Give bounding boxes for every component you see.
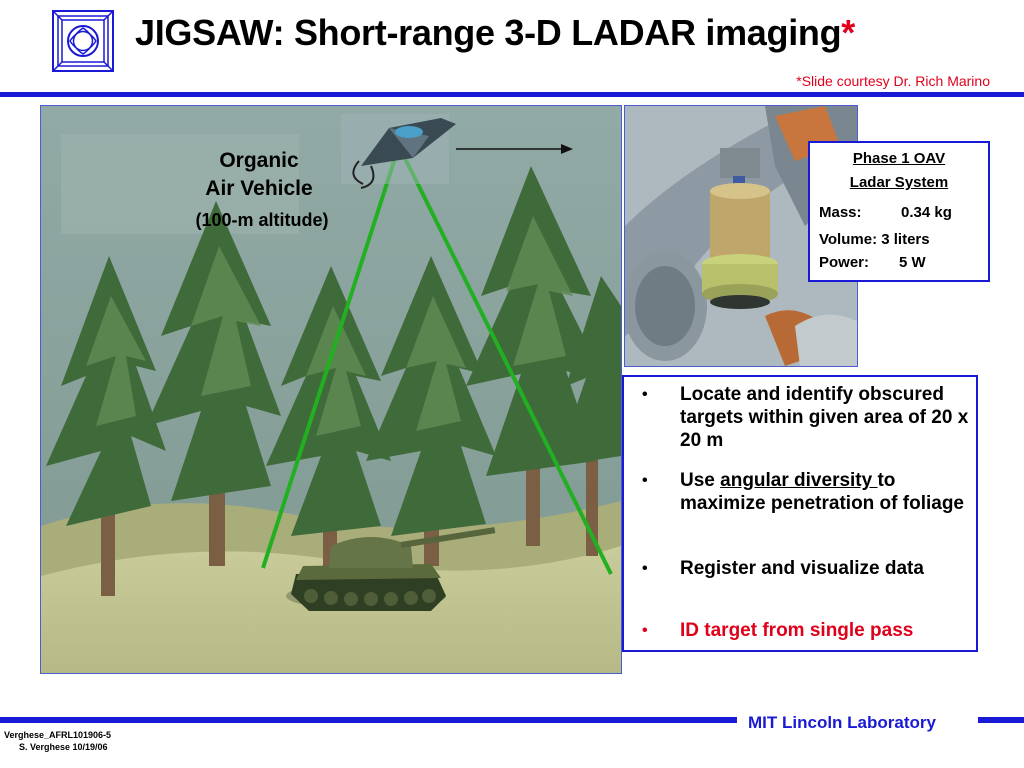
footer-divider-left [0, 717, 737, 723]
footer-author-date: S. Verghese 10/19/06 [19, 742, 108, 752]
bullet-text: Locate and identify obscured targets wit… [680, 384, 969, 451]
bullet-text: ID target from single pass [680, 620, 914, 641]
spec-row-power: Power: 5 W [819, 254, 926, 271]
organic-air-vehicle-icon [341, 114, 456, 189]
header-divider [0, 92, 1024, 97]
slide-courtesy-note: *Slide courtesy Dr. Rich Marino [796, 73, 990, 89]
aircraft-label-line2: Air Vehicle [205, 177, 313, 200]
spec-box-title-line2: Ladar System [849, 174, 949, 191]
spec-value: 0.34 kg [901, 204, 952, 221]
spec-row-mass: Mass: 0.34 kg [819, 204, 952, 221]
slide-title: JIGSAW: Short-range 3-D LADAR imaging* [135, 12, 855, 54]
bullet-dot-icon: • [642, 622, 648, 639]
bullet-text-pre: Use [680, 470, 721, 491]
forest-scene-graphic [41, 106, 621, 673]
tree-highlights [86, 216, 573, 436]
spec-label: Mass: [819, 204, 862, 221]
bullet-dot-icon: • [642, 386, 648, 403]
footer-divider-right [978, 717, 1024, 723]
footer-doc-id: Verghese_AFRL101906-5 [4, 730, 112, 740]
ladar-spec-box: Phase 1 OAV Ladar System Mass: 0.34 kg Vo… [808, 141, 990, 282]
spec-label: Power: [819, 254, 870, 271]
arrow-right-icon [456, 144, 573, 154]
bullet-text: Register and visualize data [680, 558, 924, 579]
ladar-beam [261, 145, 613, 575]
bullet-text-post: to maximize penetration of foliage [680, 470, 964, 514]
spec-box-title-line1: Phase 1 OAV [852, 150, 946, 167]
title-footnote-marker: * [841, 12, 856, 53]
spec-value: 5 W [899, 254, 926, 271]
aircraft-altitude-label: (100-m altitude) [195, 210, 329, 230]
aircraft-label-line1: Organic [219, 149, 299, 172]
ladar-hardware-graphic [625, 106, 857, 366]
bullet-text-underlined: angular diversity [720, 470, 878, 491]
ladar-hardware-rendering [624, 105, 858, 367]
objectives-bullet-box: • Locate and identify obscured targets w… [622, 375, 978, 652]
forest-scene-illustration: Organic Air Vehicle (100-m altitude) [40, 105, 622, 674]
spec-value: 3 liters [881, 231, 930, 248]
slide-title-text: JIGSAW: Short-range 3-D LADAR imaging [135, 12, 842, 53]
tank-icon [286, 527, 496, 611]
bullet-dot-icon: • [642, 560, 648, 577]
spec-label: Volume: [819, 231, 878, 248]
spec-row-volume: Volume: 3 liters [819, 231, 930, 248]
bullet-text: Use angular diversity to maximize penetr… [680, 469, 970, 515]
footer-lab-name: MIT Lincoln Laboratory [748, 713, 936, 732]
mit-lincoln-logo-icon [52, 10, 114, 72]
bullet-dot-icon: • [642, 472, 648, 489]
